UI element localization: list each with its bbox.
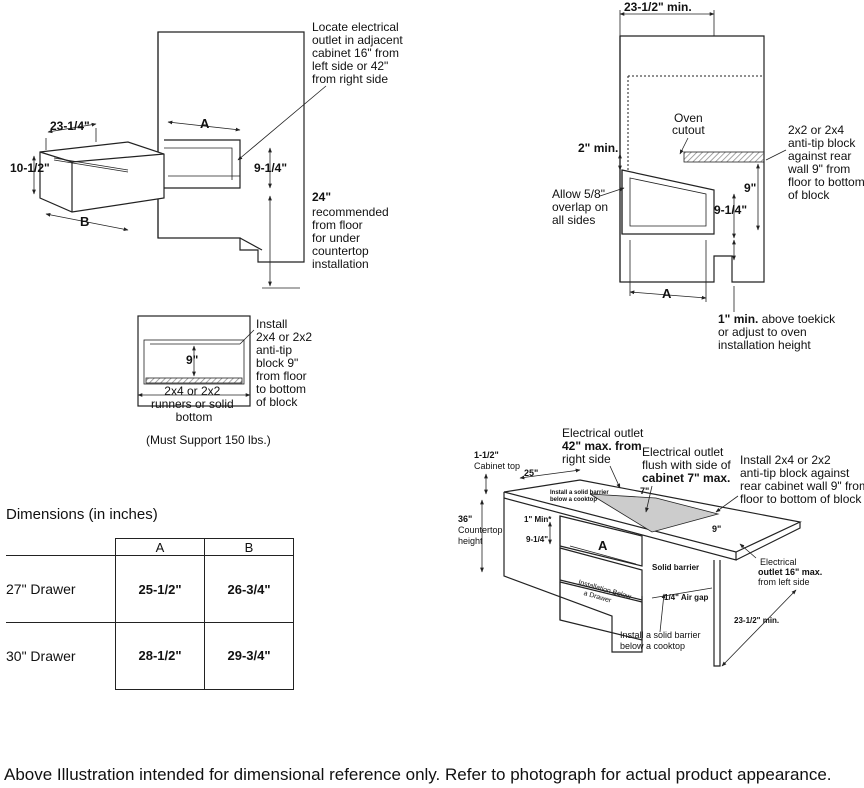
support-note: (Must Support 150 lbs.): [146, 433, 271, 447]
dim-b-label: B: [80, 214, 89, 229]
dimensions-table: A B 27" Drawer 25-1/2" 26-3/4" 30" Drawe…: [6, 538, 294, 690]
table-header-row: A B: [6, 538, 294, 556]
outlet-42-note: Electrical outlet 42" max. from right si…: [562, 426, 647, 466]
dimensions-title: Dimensions (in inches): [6, 506, 158, 523]
block-note: 2x2 or 2x4 anti-tip block against rear w…: [787, 123, 864, 202]
install-note: Install 2x4 or 2x2 anti-tip block 9" fro…: [256, 317, 315, 409]
row-value-a: 28-1/2": [115, 622, 205, 690]
cabinet-drawer-figure: 23-1/4" 10-1/2" B A 9-1/4" Locate electr…: [10, 20, 406, 289]
dim-a-oven-label: A: [662, 286, 672, 301]
barrier-cooktop-small: Install a solid barrier below a cooktop: [550, 490, 610, 503]
solid-barrier-label: Solid barrier: [652, 563, 699, 572]
dim-9-counter-label: 9": [712, 524, 721, 534]
runners-note: 2x4 or 2x2 runners or solid bottom: [151, 384, 237, 424]
dim-a-label: A: [200, 116, 210, 131]
row-value-b: 29-3/4": [204, 622, 294, 690]
air-gap-label: 1/4" Air gap: [664, 593, 709, 602]
countertop-figure: A Installation Below a Drawer Electrical…: [458, 426, 864, 667]
outlet-note: Locate electrical outlet in adjacent cab…: [312, 20, 406, 86]
table-row: 27" Drawer 25-1/2" 26-3/4": [6, 555, 294, 623]
row-value-a: 25-1/2": [115, 555, 205, 623]
overlap-note: Allow 5/8" overlap on all sides: [552, 187, 611, 227]
dim-2-min-label: 2" min.: [578, 141, 618, 155]
oven-cabinet-figure: 23-1/2" min. Oven cutout 2" min. Allow 5…: [552, 0, 864, 352]
dim-7-label: 7": [640, 486, 649, 496]
row-name: 30" Drawer: [6, 622, 116, 689]
cabinet-top-label: 1-1/2" Cabinet top: [474, 450, 520, 471]
oven-cutout-label: Oven cutout: [672, 111, 706, 137]
row-name: 27" Drawer: [6, 555, 116, 623]
floor-note: 24" recommended from floor for under cou…: [312, 190, 392, 271]
dim-25-label: 25": [524, 468, 538, 478]
countertop-label: 36" Countertop height: [458, 514, 505, 546]
column-header-b: B: [204, 538, 294, 556]
dim-a-counter-label: A: [598, 538, 608, 553]
dim-9-1-4-counter-label: 9-1/4": [526, 535, 548, 544]
dim-min-width-label: 23-1/2" min.: [624, 0, 692, 14]
antitip-note: Install 2x4 or 2x2 anti-tip block agains…: [740, 453, 864, 506]
column-header-a: A: [115, 538, 205, 556]
row-value-b: 26-3/4": [204, 555, 294, 623]
dim-width-label: 23-1/4": [50, 119, 90, 133]
dim-min-depth-label: 23-1/2" min.: [734, 616, 779, 625]
dim-9-label: 9": [744, 181, 756, 195]
outlet-16-note: Electrical outlet 16" max. from left sid…: [758, 557, 825, 587]
dim-9-support-label: 9": [186, 353, 198, 367]
dim-1-min-label: 1" Min*: [524, 515, 552, 524]
support-figure: 9" Install 2x4 or 2x2 anti-tip block 9" …: [137, 315, 315, 447]
barrier-below-note: Install a solid barrier below a cooktop: [620, 630, 703, 651]
dim-depth-label: 9-1/4": [254, 161, 287, 175]
table-row: 30" Drawer 28-1/2" 29-3/4": [6, 622, 294, 690]
dim-height-label: 10-1/2": [10, 161, 50, 175]
dim-9-1-4-label: 9-1/4": [714, 203, 747, 217]
footer-disclaimer: Above Illustration intended for dimensio…: [4, 765, 832, 784]
toekick-note: 1" min. above toekick or adjust to oven …: [718, 312, 838, 352]
outlet-flush-note: Electrical outlet flush with side of cab…: [642, 445, 734, 485]
